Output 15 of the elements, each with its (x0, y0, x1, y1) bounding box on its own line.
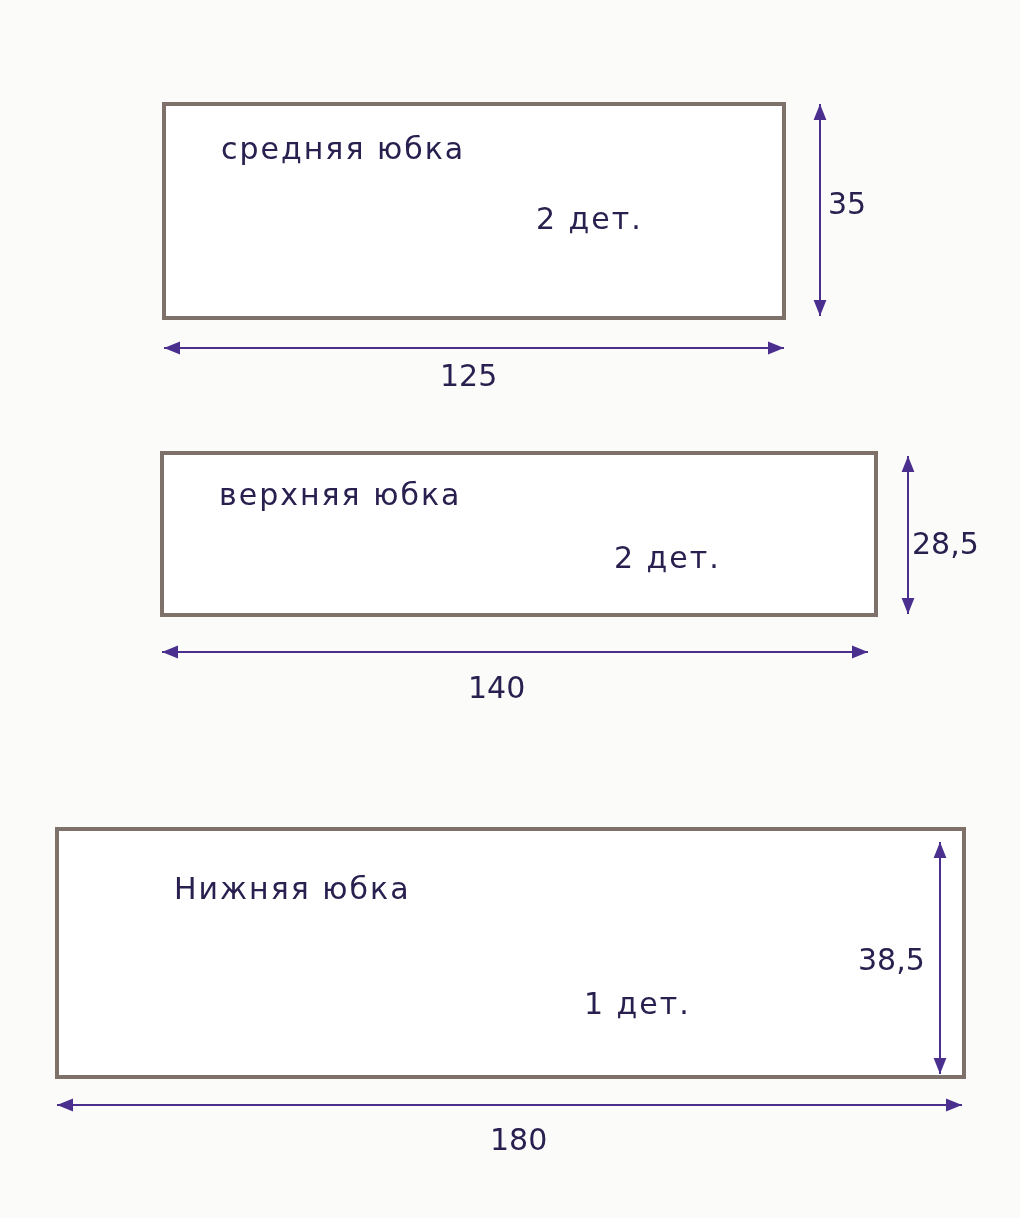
pattern-piece-rectangle (162, 102, 786, 320)
dimension-label: 38,5 (858, 942, 925, 977)
dimension-label: 28,5 (912, 526, 979, 561)
dimension-label: 125 (440, 358, 498, 393)
pattern-piece-rectangle (160, 451, 878, 617)
piece-title: средняя юбка (221, 131, 466, 166)
piece-count: 1 дет. (584, 986, 691, 1021)
dimension-label: 140 (468, 670, 526, 705)
dimension-label: 180 (490, 1122, 548, 1157)
piece-title: Нижняя юбка (174, 871, 411, 906)
piece-count: 2 дет. (614, 540, 721, 575)
piece-count: 2 дет. (536, 201, 643, 236)
dimension-label: 35 (828, 186, 867, 221)
pattern-piece-rectangle (55, 827, 966, 1079)
piece-title: верхняя юбка (219, 477, 462, 512)
